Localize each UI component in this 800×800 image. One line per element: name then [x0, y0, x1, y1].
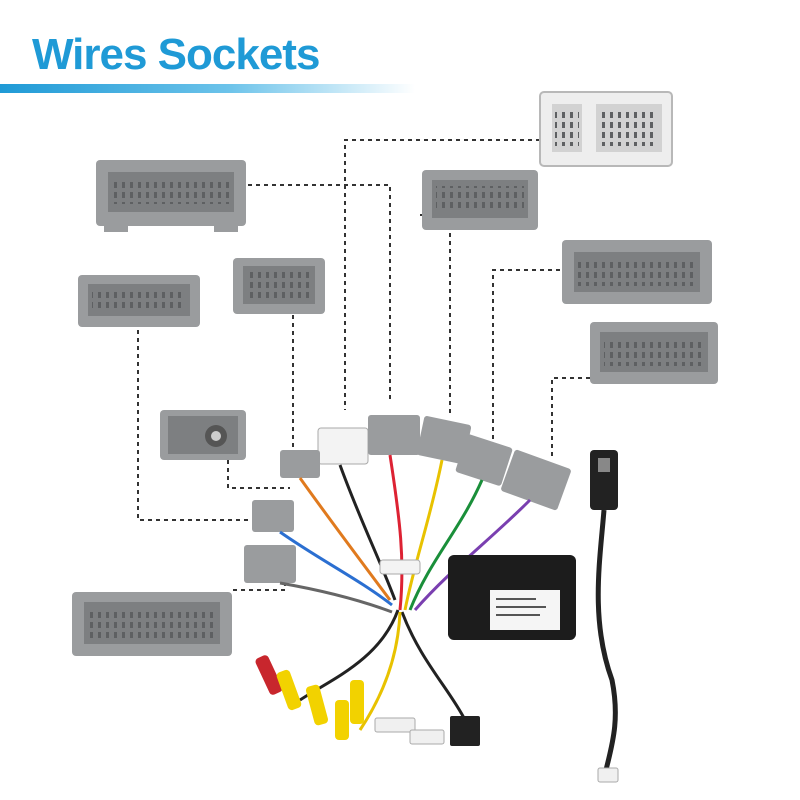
connector-socket-small [233, 258, 325, 314]
rca-plugs [255, 655, 364, 740]
connector-socket-right [562, 240, 712, 304]
connector-socket-lower-right [590, 322, 718, 384]
canbus-decoder-box [448, 555, 576, 640]
connector-socket-mid [422, 170, 538, 230]
extension-cable [590, 450, 619, 783]
cable-tie [379, 559, 421, 575]
connector-socket-antenna [160, 410, 246, 460]
connector-socket-left [78, 275, 200, 327]
connector-socket-large-left [96, 160, 246, 232]
page-title: Wires Sockets [32, 30, 320, 79]
small-white-plugs [374, 716, 480, 746]
harness-plugs [244, 415, 571, 583]
title-underline [0, 84, 415, 93]
connector-socket-bottom-left [72, 592, 232, 656]
connector-socket-top-right [539, 91, 673, 167]
harness-wires [279, 454, 532, 731]
